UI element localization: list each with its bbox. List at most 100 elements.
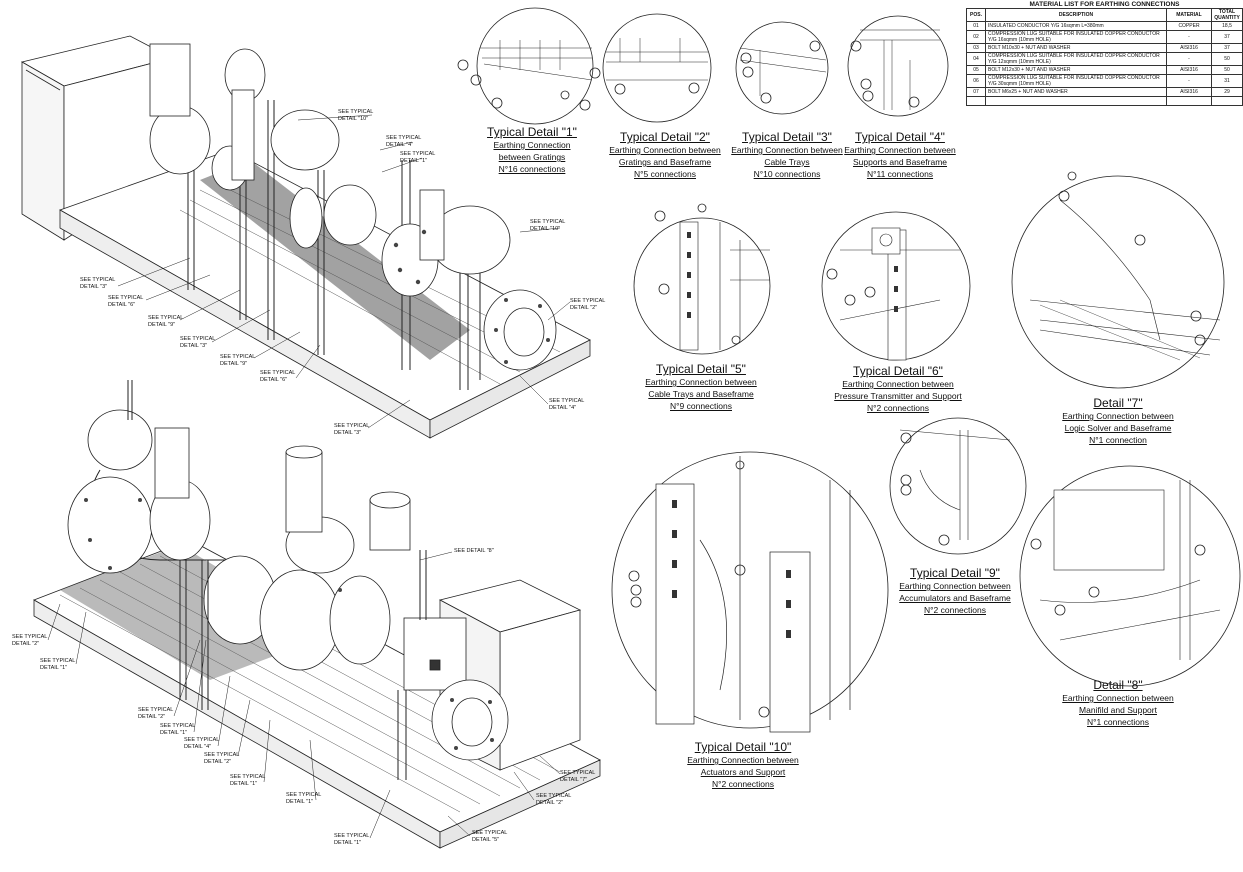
detail-title-4: Typical Detail "4" Earthing Connection b… xyxy=(844,130,956,180)
detail-circle-7 xyxy=(1011,171,1225,389)
detail-heading: Typical Detail "10" xyxy=(694,740,792,754)
detail-count: N°1 connection xyxy=(1089,435,1147,445)
cell-pos: 01 xyxy=(966,21,986,31)
detail-circle-2 xyxy=(589,13,712,123)
cell-qty: 50 xyxy=(1211,52,1243,66)
cell-pos: 05 xyxy=(966,65,986,75)
detail-count: N°11 connections xyxy=(866,169,934,179)
cell-mat: AISI316 xyxy=(1166,87,1212,97)
detail-circle-9 xyxy=(889,417,1027,555)
cell-mat: AISI316 xyxy=(1166,43,1212,53)
detail-desc-2: Gratings and Baseframe xyxy=(618,157,712,167)
detail-circle-8 xyxy=(1019,465,1241,687)
detail-circle-10 xyxy=(611,451,889,733)
cell-qty: 18,5 xyxy=(1211,21,1243,31)
cell-qty: 37 xyxy=(1211,43,1243,53)
table-row: 02 COMPRESSION LUG SUITABLE FOR INSULATE… xyxy=(966,30,1243,44)
detail-heading: Typical Detail "6" xyxy=(853,364,943,378)
detail-count: N°2 connections xyxy=(712,779,774,789)
cell-desc: COMPRESSION LUG SUITABLE FOR INSULATED C… xyxy=(985,74,1167,88)
detail-desc-1: Earthing Connection between xyxy=(609,145,721,155)
detail-desc-1: Earthing Connection between xyxy=(844,145,956,155)
detail-desc-1: Earthing Connection between xyxy=(899,581,1011,591)
detail-title-9: Typical Detail "9" Earthing Connection b… xyxy=(896,566,1014,616)
cell-desc: BOLT M10x30 + NUT AND WASHER xyxy=(985,43,1167,53)
detail-title-7: Detail "7" Earthing Connection between L… xyxy=(1060,396,1176,446)
table-row: 01 INSULATED CONDUCTOR Y/G 16sqmm L=380m… xyxy=(966,21,1243,31)
detail-circle-5 xyxy=(633,203,771,355)
table-row-empty xyxy=(966,96,1243,106)
detail-desc-2: Actuators and Support xyxy=(700,767,786,777)
detail-heading: Detail "8" xyxy=(1093,678,1143,692)
detail-desc-2: Cable Trays xyxy=(764,157,810,167)
detail-heading: Typical Detail "5" xyxy=(656,362,746,376)
table-row: 07 BOLT M6x25 + NUT AND WASHER AISI316 2… xyxy=(966,87,1243,97)
detail-heading: Detail "7" xyxy=(1093,396,1143,410)
detail-desc-1: Earthing Connection between xyxy=(1062,411,1174,421)
cell-desc: COMPRESSION LUG SUITABLE FOR INSULATED C… xyxy=(985,52,1167,66)
col-header-description: DESCRIPTION xyxy=(985,8,1167,22)
cell-mat: AISI316 xyxy=(1166,65,1212,75)
detail-desc-2: Pressure Transmitter and Support xyxy=(834,391,962,401)
table-row: 05 BOLT M12x30 + NUT AND WASHER AISI316 … xyxy=(966,65,1243,75)
cell-mat: - xyxy=(1166,30,1212,44)
detail-count: N°2 connections xyxy=(924,605,986,615)
cell-qty: 31 xyxy=(1211,74,1243,88)
detail-count: N°2 connections xyxy=(867,403,929,413)
detail-desc-1: Earthing Connection xyxy=(493,140,571,150)
detail-count: N°16 connections xyxy=(498,164,566,174)
col-header-quantity: TOTAL QUANTITY xyxy=(1211,8,1243,22)
leader-lines xyxy=(47,114,571,839)
detail-desc-1: Earthing Connection between xyxy=(731,145,843,155)
bottom-skid xyxy=(33,380,601,849)
table-row: 06 COMPRESSION LUG SUITABLE FOR INSULATE… xyxy=(966,74,1243,88)
detail-desc-2: Accumulators and Baseframe xyxy=(899,593,1011,603)
detail-title-10: Typical Detail "10" Earthing Connection … xyxy=(686,740,800,790)
detail-circle-4 xyxy=(847,15,949,117)
cell-pos: 02 xyxy=(966,30,986,44)
detail-heading: Typical Detail "3" xyxy=(742,130,832,144)
cell-qty: 50 xyxy=(1211,65,1243,75)
table-row: 04 COMPRESSION LUG SUITABLE FOR INSULATE… xyxy=(966,52,1243,66)
cell-desc: BOLT M12x30 + NUT AND WASHER xyxy=(985,65,1167,75)
cell-qty: 37 xyxy=(1211,30,1243,44)
detail-count: N°10 connections xyxy=(753,169,821,179)
detail-desc-2: Cable Trays and Baseframe xyxy=(648,389,754,399)
cell-pos: 07 xyxy=(966,87,986,97)
cell-mat: - xyxy=(1166,74,1212,88)
material-list-title: MATERIAL LIST FOR EARTHING CONNECTIONS xyxy=(1029,0,1180,8)
detail-desc-1: Earthing Connection between xyxy=(687,755,799,765)
cell-desc: BOLT M6x25 + NUT AND WASHER xyxy=(985,87,1167,97)
detail-heading: Typical Detail "4" xyxy=(855,130,945,144)
detail-desc-1: Earthing Connection between xyxy=(645,377,757,387)
cell-pos: 04 xyxy=(966,52,986,66)
detail-heading: Typical Detail "2" xyxy=(620,130,710,144)
detail-desc-2: Logic Solver and Baseframe xyxy=(1064,423,1172,433)
detail-circle-3 xyxy=(735,21,829,115)
detail-desc-1: Earthing Connection between xyxy=(842,379,954,389)
detail-title-1: Typical Detail "1" Earthing Connection b… xyxy=(482,125,582,175)
detail-circle-6 xyxy=(821,211,971,361)
material-list-table: MATERIAL LIST FOR EARTHING CONNECTIONS P… xyxy=(966,0,1243,106)
detail-title-2: Typical Detail "2" Earthing Connection b… xyxy=(606,130,724,180)
